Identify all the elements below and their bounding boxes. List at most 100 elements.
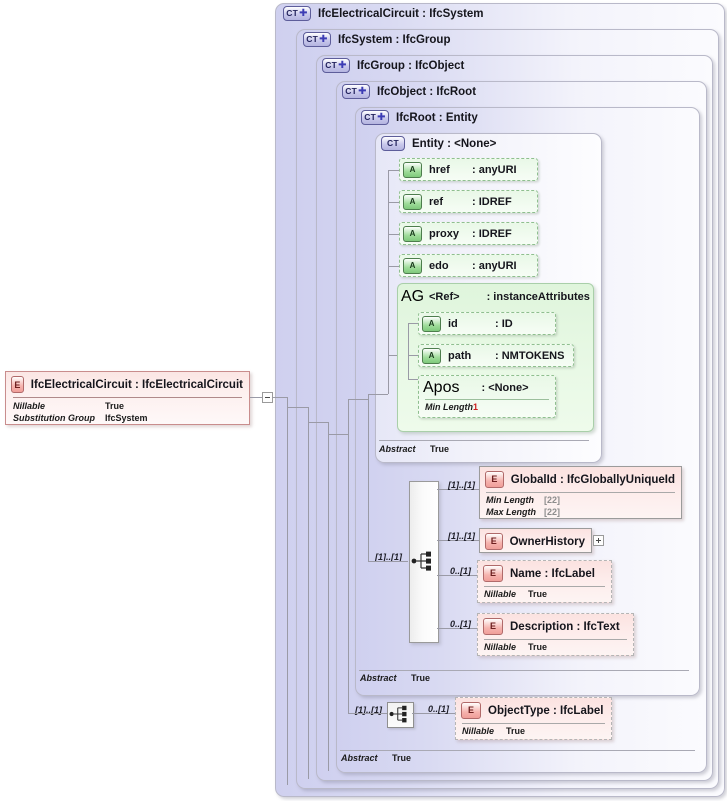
attribute-icon-proxy: A [403,225,422,242]
expand-plus-icon-1[interactable]: ✚ [319,33,328,45]
root-facet-row: Substitution Group IfcSystem [13,413,242,425]
container-title-2: IfcGroup : IfcObject [357,59,465,72]
connector [348,399,368,400]
connector [328,434,348,435]
attribute-type-edo: : anyURI [472,259,517,272]
sequence-icon-ifcroot [411,551,431,571]
element-globalid[interactable]: E GlobalId : IfcGloballyUniqueId Min Len… [479,466,682,519]
connector [437,540,479,541]
element-title-name: Name : IfcLabel [510,567,595,580]
container-header-5[interactable]: CT Entity : <None> [381,136,496,151]
element-title-ownerhistory: OwnerHistory [509,535,585,548]
attribute-edo[interactable]: A edo : anyURI [399,254,538,277]
container-header-4[interactable]: CT✚ IfcRoot : Entity [361,110,478,125]
collapse-toggle-root[interactable] [262,392,273,403]
abstract-key: Abstract [379,444,416,454]
container-title-3: IfcObject : IfcRoot [377,85,477,98]
abstract-row-ifcroot: Abstract True [360,673,430,683]
facet-key-nillable: Nillable [484,642,517,652]
attribute-href[interactable]: A href : anyURI [399,158,538,181]
facet-key-minlength: Min Length [486,495,534,505]
attribute-group-header[interactable]: AG <Ref> : instanceAttributes [401,288,590,306]
attribute-badge-label: A [428,318,435,328]
element-description[interactable]: E Description : IfcText Nillable True [477,613,634,656]
complextype-icon-1[interactable]: CT✚ [303,32,331,47]
element-facet-row: Max Length [22] [486,507,675,519]
cardinality-name: 0..[1] [450,566,472,576]
attribute-icon-pos: A [423,379,434,397]
expand-plus-icon-0[interactable]: ✚ [299,7,308,19]
complextype-icon-4[interactable]: CT✚ [361,110,389,125]
root-element-ifcelectricalcircuit[interactable]: E IfcElectricalCircuit : IfcElectricalCi… [5,371,250,425]
cardinality-sequence-ifcobject: [1]..[1] [355,705,382,715]
element-facet-row: Nillable True [462,726,605,738]
element-name[interactable]: E Name : IfcLabel Nillable True [477,560,612,603]
connector [308,422,328,423]
expand-plus-icon-3[interactable]: ✚ [358,85,367,97]
attribute-icon-href: A [403,161,422,178]
connector [388,170,400,171]
facet-value-maxlength: [22] [544,506,561,517]
container-header-3[interactable]: CT✚ IfcObject : IfcRoot [342,84,476,99]
complextype-icon-0[interactable]: CT✚ [283,6,311,21]
element-icon-root: E [11,376,24,393]
connector [388,355,400,356]
attribute-path[interactable]: A path : NMTOKENS [418,344,574,367]
attribute-group-type: : instanceAttributes [486,291,590,303]
divider [379,440,589,441]
connector [287,397,288,785]
expand-plus-icon-2[interactable]: ✚ [338,59,347,71]
attribute-facet-value-minlength: 1 [473,402,479,412]
attribute-type-id: : ID [495,317,513,330]
abstract-row-entity: Abstract True [379,444,449,454]
cardinality-globalid: [1]..[1] [448,480,475,490]
complextype-icon-5[interactable]: CT [381,136,405,151]
connector [408,323,419,324]
attribute-name-edo: edo [429,259,449,272]
container-header-1[interactable]: CT✚ IfcSystem : IfcGroup [303,32,450,47]
divider [359,670,689,671]
connector [348,399,349,713]
divider [340,750,695,751]
element-icon-ownerhistory: E [485,533,503,550]
abstract-value: True [392,753,412,763]
element-badge-label: E [490,536,497,546]
connector [437,628,479,629]
element-objecttype[interactable]: E ObjectType : IfcLabel Nillable True [455,697,612,740]
attribute-proxy[interactable]: A proxy : IDREF [399,222,538,245]
element-ownerhistory[interactable]: E OwnerHistory [479,528,592,553]
element-badge-label: E [491,474,498,484]
connector [368,394,388,395]
connector [348,713,388,714]
attribute-name-ref: ref [429,195,444,208]
attribute-name-href: href [429,163,450,176]
abstract-value: True [411,673,431,683]
complextype-icon-3[interactable]: CT✚ [342,84,370,99]
connector [412,713,455,714]
cardinality-objecttype: 0..[1] [428,704,450,714]
connector [273,397,287,398]
connector [388,234,400,235]
attribute-facet-key-minlength: Min Length [425,402,473,412]
attribute-name-pos: pos [433,379,460,396]
connector [408,355,419,356]
facet-value-minlength: [22] [544,495,561,505]
abstract-row-ifcobject: Abstract True [341,753,411,763]
element-icon-description: E [483,618,503,635]
attribute-ref[interactable]: A ref : IDREF [399,190,538,213]
attribute-badge-label: A [409,164,416,174]
container-header-0[interactable]: CT✚ IfcElectricalCircuit : IfcSystem [283,6,484,21]
attribute-name-proxy: proxy [429,227,459,240]
container-header-2[interactable]: CT✚ IfcGroup : IfcObject [322,58,464,73]
expand-toggle-ownerhistory[interactable] [593,535,604,546]
complextype-icon-2[interactable]: CT✚ [322,58,350,73]
expand-plus-icon-4[interactable]: ✚ [377,111,386,123]
connector [388,202,400,203]
attribute-type-href: : anyURI [472,163,517,176]
connector [250,397,262,398]
facet-key-nillable: Nillable [462,726,495,736]
attribute-pos[interactable]: A pos : <None> Min Length 1 [418,375,556,418]
attribute-id[interactable]: A id : ID [418,312,556,335]
attribute-group-icon: AG [401,288,424,306]
